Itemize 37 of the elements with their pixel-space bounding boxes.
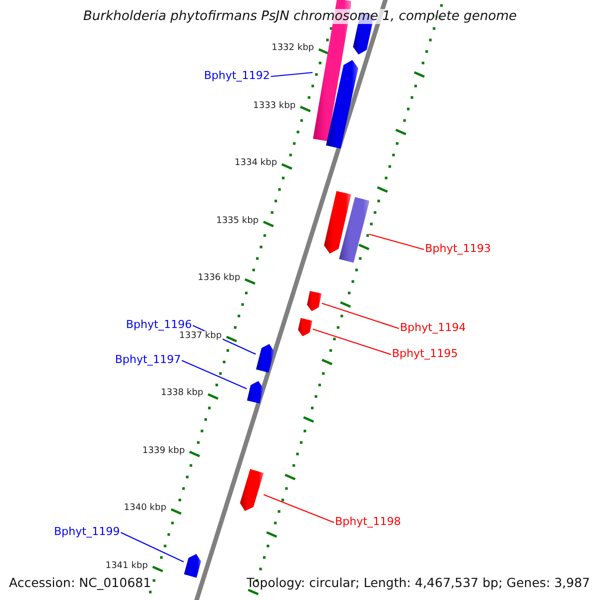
gene-label: Bphyt_1194 xyxy=(400,321,466,334)
gene-feature xyxy=(307,290,322,311)
scale-label: 1339 kbp xyxy=(141,446,186,456)
gene-feature xyxy=(338,197,370,263)
leader-line xyxy=(120,532,184,562)
leader-line xyxy=(263,494,334,524)
scale-label: 1337 kbp xyxy=(178,330,223,340)
gene-label: Bphyt_1199 xyxy=(54,525,120,538)
gene-label: Bphyt_1197 xyxy=(115,353,181,366)
gene-label: Bphyt_1193 xyxy=(425,242,491,255)
footer-text: Topology: circular; Length: 4,467,537 bp; Genes: 3,987 xyxy=(246,575,590,590)
scale-label: 1341 kbp xyxy=(104,560,149,570)
gene-label: Bphyt_1196 xyxy=(126,318,192,331)
gene-feature xyxy=(240,468,264,511)
gene-label: Bphyt_1192 xyxy=(204,69,270,82)
gene-feature xyxy=(256,344,274,373)
diagram-title: Burkholderia phytofirmans PsJN chromosome 1, complete genome xyxy=(81,9,519,24)
leader-line xyxy=(312,328,392,356)
gene-feature xyxy=(298,318,313,336)
scale-label: 1333 kbp xyxy=(252,100,297,110)
gene-feature xyxy=(324,191,352,254)
gene-feature xyxy=(326,60,358,149)
leader-line xyxy=(322,302,400,330)
gene-feature xyxy=(246,381,263,404)
scale-label: 1338 kbp xyxy=(160,388,204,398)
scale-label: 1334 kbp xyxy=(234,158,278,168)
leader-line xyxy=(270,72,313,78)
gene-feature xyxy=(184,554,201,578)
leader-line xyxy=(369,234,424,250)
scale-label: 1335 kbp xyxy=(215,216,260,226)
footer-text: Accession: NC_010681 xyxy=(9,575,152,590)
gene-label: Bphyt_1195 xyxy=(392,347,458,360)
gene-label: Bphyt_1198 xyxy=(335,515,401,528)
scale-label: 1340 kbp xyxy=(122,503,168,513)
leader-line xyxy=(182,360,247,390)
scale-label: 1332 kbp xyxy=(270,43,315,53)
scale-label: 1336 kbp xyxy=(196,273,242,283)
